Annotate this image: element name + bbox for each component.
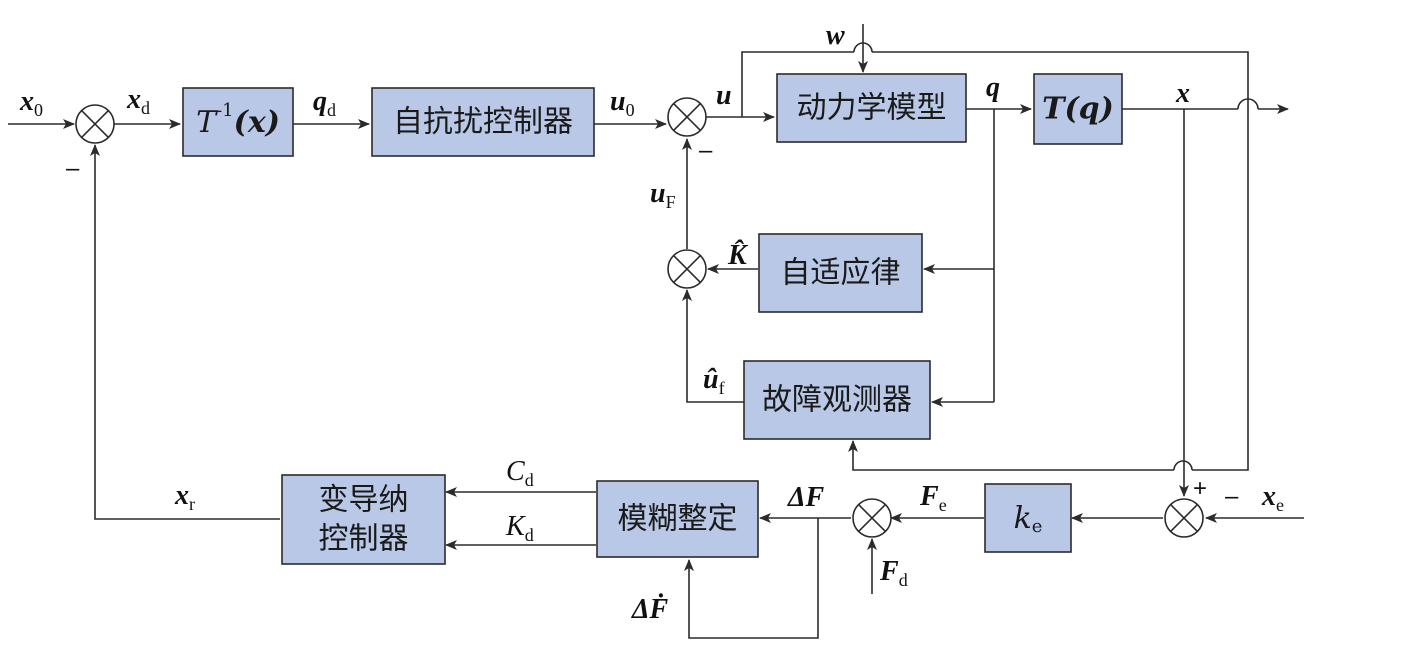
sum-junction-fault bbox=[667, 249, 707, 289]
label-k-hat: K̂ bbox=[727, 239, 749, 271]
wire-loop-hop2 bbox=[1173, 460, 1193, 471]
wire-dFdot bbox=[684, 518, 819, 639]
sign-minus-position: – bbox=[66, 155, 80, 182]
dynamics-label: 动力学模型 bbox=[797, 91, 947, 126]
label-delta-F-dot: ΔḞ bbox=[631, 594, 669, 625]
sign-plus-error: + bbox=[1193, 475, 1207, 502]
fuzzy-tuning-label: 模糊整定 bbox=[618, 502, 738, 537]
svg-text:T-1(x): T-1(x) bbox=[196, 100, 280, 140]
label-u0: u0 bbox=[610, 86, 635, 120]
sign-minus-error: – bbox=[1225, 483, 1239, 510]
adrc-label: 自抗扰控制器 bbox=[393, 105, 573, 140]
wire-u-to-observer bbox=[848, 440, 1174, 471]
block-fuzzy-tuning: 模糊整定 bbox=[596, 480, 759, 558]
variable-admittance-label-1: 变导纳 bbox=[319, 483, 409, 518]
label-uF: uF bbox=[650, 178, 676, 212]
label-w: w bbox=[826, 20, 845, 51]
label-x0: x0 bbox=[19, 86, 43, 120]
sum-junction-force bbox=[852, 498, 892, 538]
label-xr: xr bbox=[174, 480, 195, 514]
t-inverse-symbol: T bbox=[196, 105, 218, 140]
variable-admittance-label-2: 控制器 bbox=[319, 522, 409, 557]
block-dynamics-model: 动力学模型 bbox=[776, 73, 967, 143]
block-adaptive-law: 自适应律 bbox=[758, 233, 923, 313]
label-Kd: Kd bbox=[505, 511, 534, 545]
t-inverse-argument: (x) bbox=[234, 105, 280, 140]
label-uf-hat: ûf bbox=[703, 364, 725, 398]
label-xd: xd bbox=[126, 84, 150, 118]
sum-junction-control bbox=[667, 97, 707, 137]
block-ke: ke bbox=[984, 483, 1072, 553]
adaptive-law-label: 自适应律 bbox=[781, 256, 901, 291]
label-x: x bbox=[1175, 78, 1190, 109]
label-delta-F: ΔF bbox=[787, 482, 825, 513]
label-xe: xe bbox=[1261, 481, 1284, 515]
t-inverse-superscript: -1 bbox=[216, 100, 234, 121]
label-qd: qd bbox=[313, 86, 336, 120]
ke-symbol: k bbox=[1014, 501, 1032, 536]
block-t-q: T(q) bbox=[1033, 73, 1123, 145]
fault-observer-label: 故障观测器 bbox=[762, 383, 912, 418]
wire-uf-hat bbox=[682, 289, 744, 403]
block-variable-admittance: 变导纳 控制器 bbox=[281, 474, 446, 565]
label-u: u bbox=[716, 80, 732, 111]
t-q-label: T(q) bbox=[1042, 92, 1114, 127]
label-Fe: Fe bbox=[919, 481, 947, 515]
sum-junction-position bbox=[75, 104, 115, 144]
wire-u-loop-b bbox=[872, 51, 1249, 471]
wire-u-loop-a bbox=[741, 51, 854, 117]
wires bbox=[8, 24, 1304, 639]
sum-junction-error bbox=[1164, 498, 1204, 538]
sign-minus-control: – bbox=[699, 137, 713, 164]
block-adrc: 自抗扰控制器 bbox=[371, 87, 595, 157]
label-q: q bbox=[986, 72, 1000, 103]
ke-subscript: e bbox=[1032, 516, 1043, 537]
wire-x-hop bbox=[1237, 98, 1259, 110]
svg-text:ke: ke bbox=[1014, 501, 1043, 537]
block-fault-observer: 故障观测器 bbox=[743, 360, 931, 440]
label-Fd: Fd bbox=[879, 556, 908, 590]
wire-xr bbox=[90, 144, 280, 520]
block-t-inverse: T-1(x) bbox=[182, 87, 294, 157]
label-Cd: Cd bbox=[506, 456, 534, 490]
